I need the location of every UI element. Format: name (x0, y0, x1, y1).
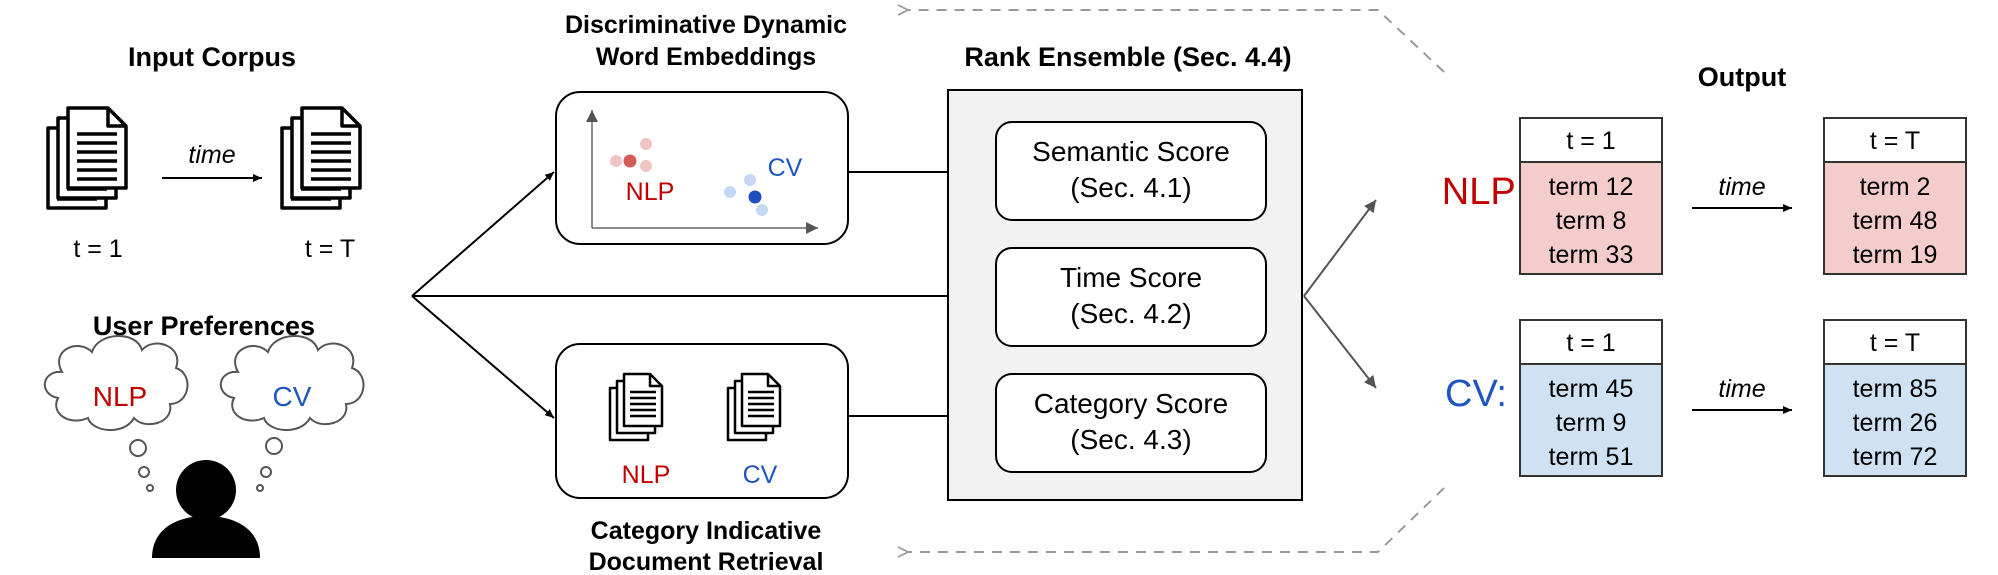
output-header: t = T (1870, 127, 1920, 155)
feedback-arrows (908, 10, 1445, 552)
embeddings-cv-label: CV (768, 154, 803, 182)
thought-bubble-icon-nlp (43, 335, 189, 492)
embeddings-nlp-label: NLP (626, 178, 675, 206)
output-cv-start-table: t = 1 term 45 term 9 term 51 (1519, 319, 1663, 477)
output-term: term 51 (1549, 443, 1634, 471)
semantic-score-sec: (Sec. 4.1) (1070, 172, 1191, 203)
output-header: t = 1 (1566, 127, 1615, 155)
time-score-name: Time Score (1060, 262, 1202, 293)
output-term: term 48 (1853, 207, 1938, 235)
retrieval-title-line2: Document Retrieval (589, 548, 824, 575)
embeddings-title-line1: Discriminative Dynamic (565, 11, 847, 39)
embeddings-title-line2: Word Embeddings (596, 43, 816, 71)
document-stack-icon-end (282, 108, 360, 208)
document-stack-icon-nlp (610, 374, 662, 440)
user-icon (152, 460, 260, 558)
retrieval-section: NLP CV Category Indicative Document Retr… (555, 343, 994, 575)
output-section: Output NLP: t = 1 term 12 term 8 term 33… (1442, 62, 1967, 477)
output-term: term 8 (1556, 207, 1627, 235)
output-term: term 19 (1853, 241, 1938, 269)
output-term: term 9 (1556, 409, 1627, 437)
retrieval-cv-label: CV (743, 461, 778, 489)
output-header: t = T (1870, 329, 1920, 357)
output-cv-time-label: time (1718, 375, 1765, 403)
output-title: Output (1698, 62, 1786, 92)
output-nlp-label: NLP: (1442, 171, 1526, 213)
input-corpus-section: Input Corpus time t = 1 t = T (48, 42, 360, 263)
bubble-cv-label: CV (273, 381, 312, 412)
document-stack-icon-cv (728, 374, 780, 440)
input-time-label: time (188, 141, 235, 169)
bubble-nlp-label: NLP (93, 381, 147, 412)
output-term: term 33 (1549, 241, 1634, 269)
output-term: term 45 (1549, 375, 1634, 403)
input-t-end: t = T (305, 235, 355, 263)
user-preferences-title: User Preferences (93, 311, 315, 341)
semantic-score-name: Semantic Score (1032, 136, 1230, 167)
input-corpus-title: Input Corpus (128, 42, 296, 72)
output-cv-label: CV: (1445, 373, 1507, 415)
time-score-sec: (Sec. 4.2) (1070, 298, 1191, 329)
retrieval-title-line1: Category Indicative (591, 517, 822, 545)
output-term: term 12 (1549, 173, 1634, 201)
rank-ensemble-title: Rank Ensemble (Sec. 4.4) (964, 42, 1291, 72)
time-score-box (995, 247, 1267, 347)
category-score-sec: (Sec. 4.3) (1070, 424, 1191, 455)
thought-bubble-icon-cv (219, 335, 365, 492)
category-score-box (995, 373, 1267, 473)
retrieval-box (555, 343, 849, 499)
document-stack-icon-start (48, 108, 126, 208)
user-preferences-section: User Preferences NLP CV (43, 311, 365, 558)
scatter-plot-icon (586, 110, 818, 234)
output-term: term 2 (1860, 173, 1931, 201)
output-term: term 26 (1853, 409, 1938, 437)
output-cv-end-table: t = T term 85 term 26 term 72 (1823, 319, 1967, 477)
embeddings-box (555, 91, 849, 245)
rank-ensemble-section: Rank Ensemble (Sec. 4.4) Semantic Score … (947, 42, 1303, 501)
output-term: term 85 (1853, 375, 1938, 403)
fanout-arrows (411, 171, 994, 419)
output-nlp-start-table: t = 1 term 12 term 8 term 33 (1519, 117, 1663, 275)
retrieval-nlp-label: NLP (622, 461, 671, 489)
embeddings-section: Discriminative Dynamic Word Embeddings N… (555, 11, 994, 245)
category-score-name: Category Score (1034, 388, 1229, 419)
output-term: term 72 (1853, 443, 1938, 471)
output-arrows (1303, 199, 1377, 389)
output-nlp-time-label: time (1718, 173, 1765, 201)
output-nlp-end-table: t = T term 2 term 48 term 19 (1823, 117, 1967, 275)
output-header: t = 1 (1566, 329, 1615, 357)
input-t-start: t = 1 (73, 235, 122, 263)
semantic-score-box (995, 121, 1267, 221)
